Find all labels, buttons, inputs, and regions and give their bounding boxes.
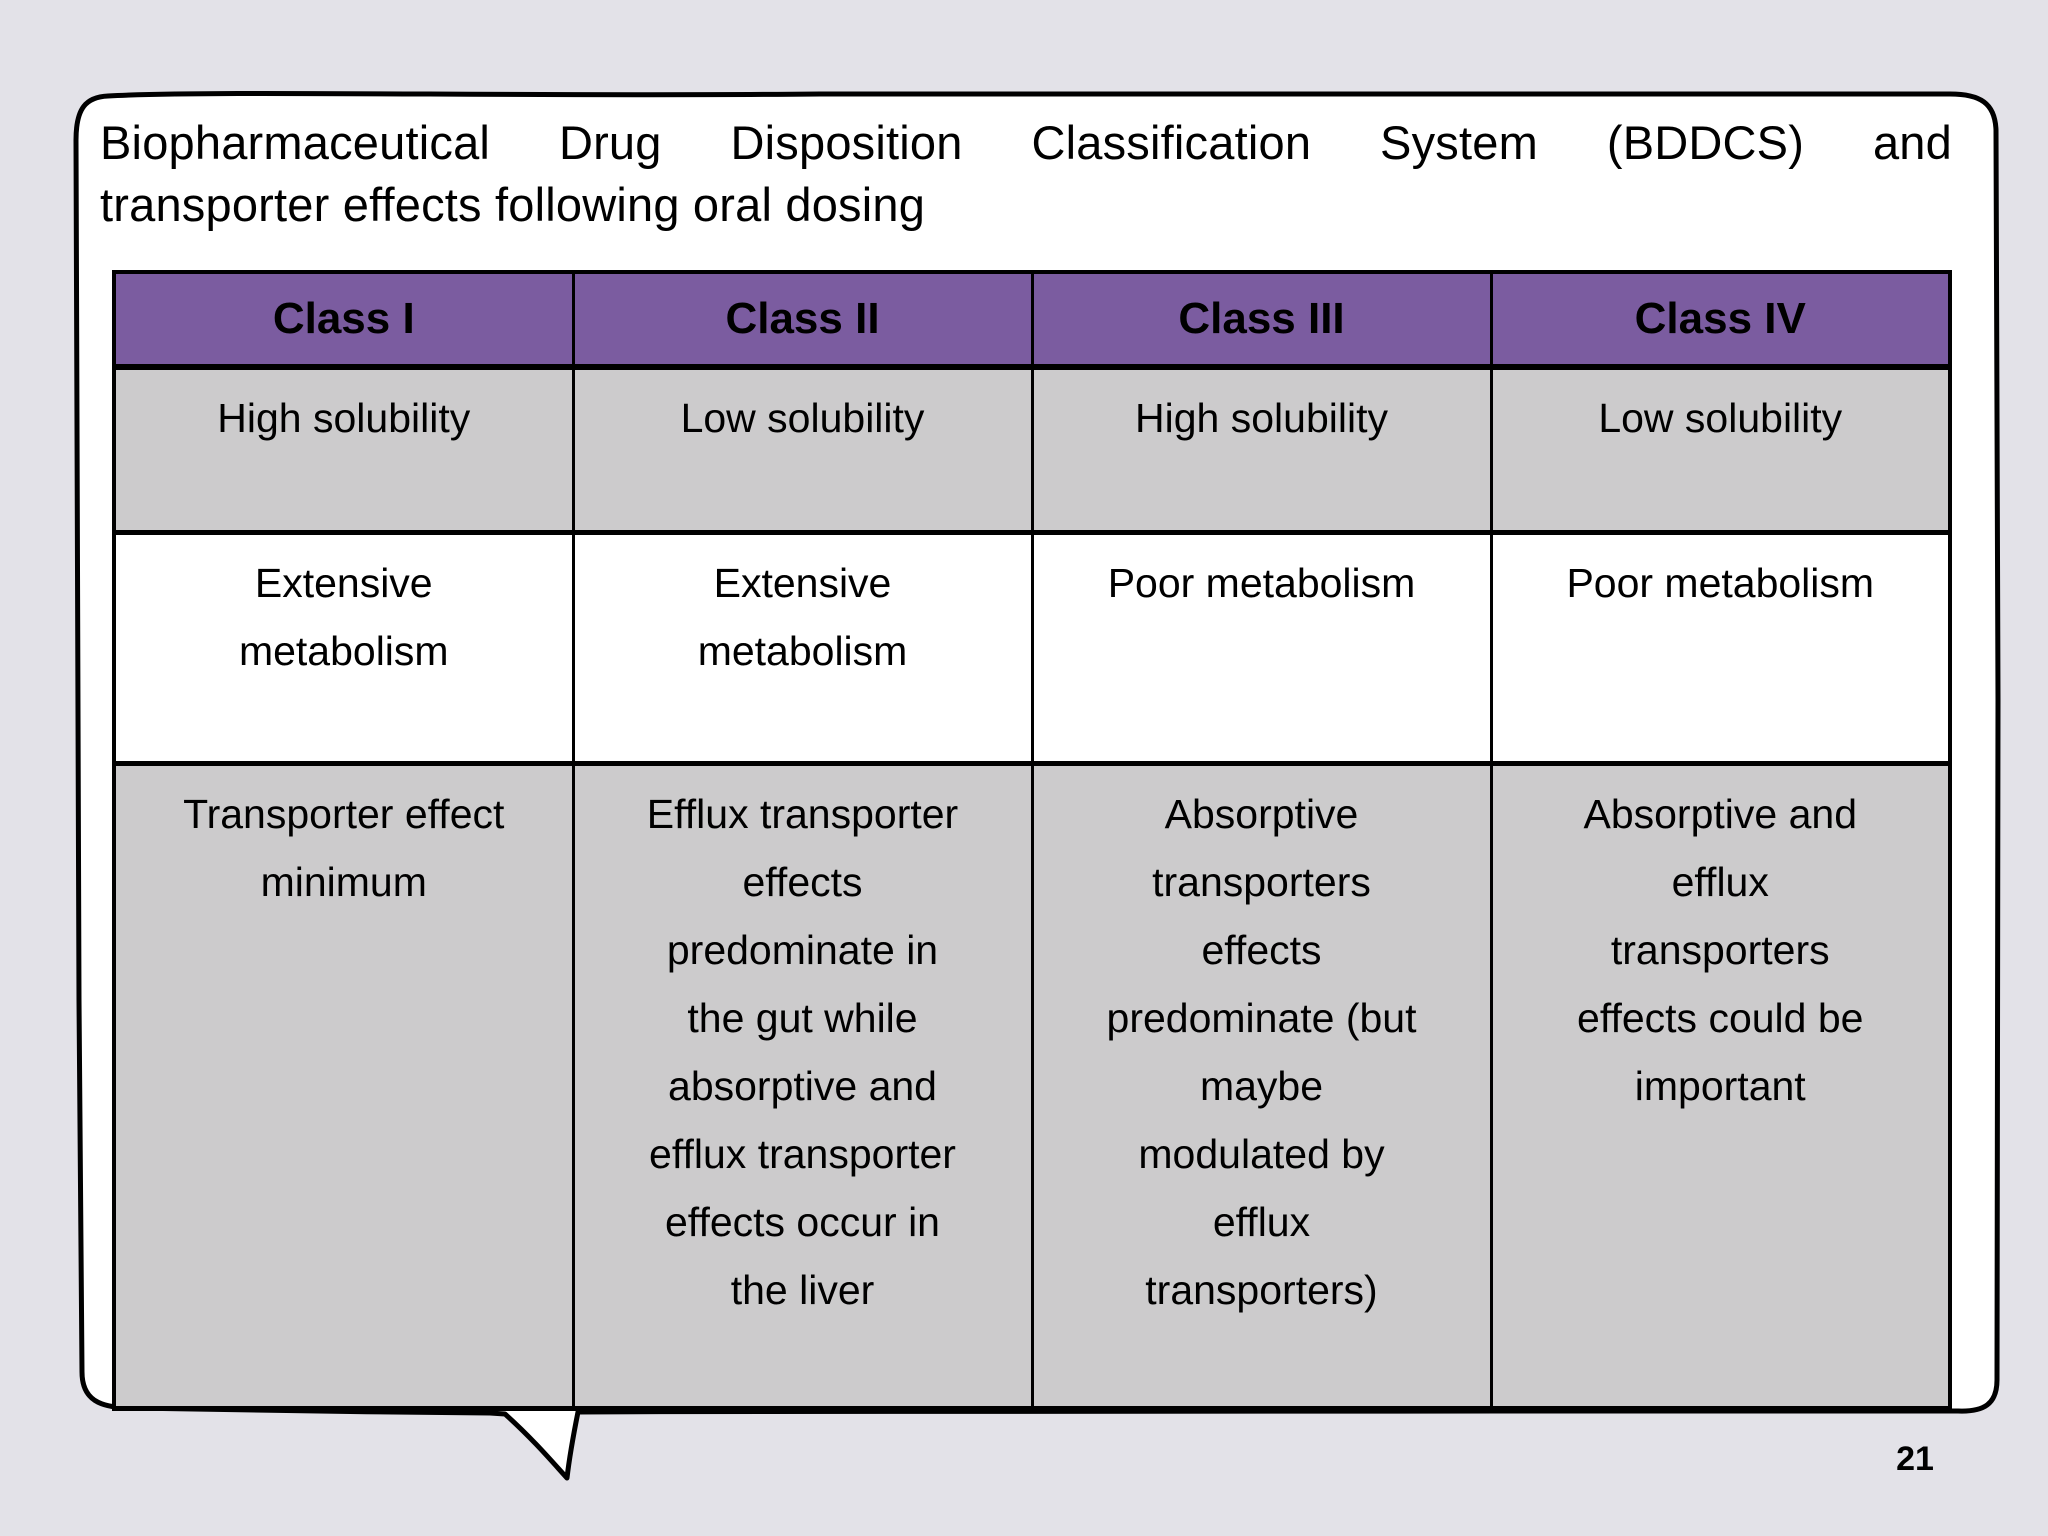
- metabolism-row: Extensive metabolism Extensive metabolis…: [112, 531, 1952, 766]
- cell-solubility-class-3: High solubility: [1030, 365, 1493, 535]
- transporter-effects-row: Transporter effect minimum Efflux transp…: [112, 762, 1952, 1411]
- cell-transporter-class-4: Absorptive and efflux transporters effec…: [1489, 762, 1952, 1411]
- cell-metabolism-class-1: Extensive metabolism: [112, 531, 575, 766]
- cell-transporter-class-2: Efflux transporter effects predominate i…: [571, 762, 1034, 1411]
- cell-metabolism-class-2: Extensive metabolism: [571, 531, 1034, 766]
- table-header-row: Class I Class II Class III Class IV: [112, 270, 1952, 370]
- solubility-row: High solubility Low solubility High solu…: [112, 365, 1952, 535]
- cell-solubility-class-4: Low solubility: [1489, 365, 1952, 535]
- header-class-1: Class I: [112, 270, 575, 370]
- header-class-4: Class IV: [1489, 270, 1952, 370]
- slide-title: Biopharmaceutical Drug Disposition Class…: [100, 112, 1952, 236]
- header-class-3: Class III: [1030, 270, 1493, 370]
- title-line-2: transporter effects following oral dosin…: [100, 178, 926, 231]
- cell-metabolism-class-3: Poor metabolism: [1030, 531, 1493, 766]
- cell-transporter-class-3: Absorptive transporters effects predomin…: [1030, 762, 1493, 1411]
- cell-transporter-class-1: Transporter effect minimum: [112, 762, 575, 1411]
- cell-solubility-class-2: Low solubility: [571, 365, 1034, 535]
- header-class-2: Class II: [571, 270, 1034, 370]
- title-line-1: Biopharmaceutical Drug Disposition Class…: [100, 116, 1952, 169]
- cell-solubility-class-1: High solubility: [112, 365, 575, 535]
- page-number: 21: [1896, 1440, 1934, 1478]
- bddcs-table: Class I Class II Class III Class IV High…: [112, 270, 1952, 1411]
- cell-metabolism-class-4: Poor metabolism: [1489, 531, 1952, 766]
